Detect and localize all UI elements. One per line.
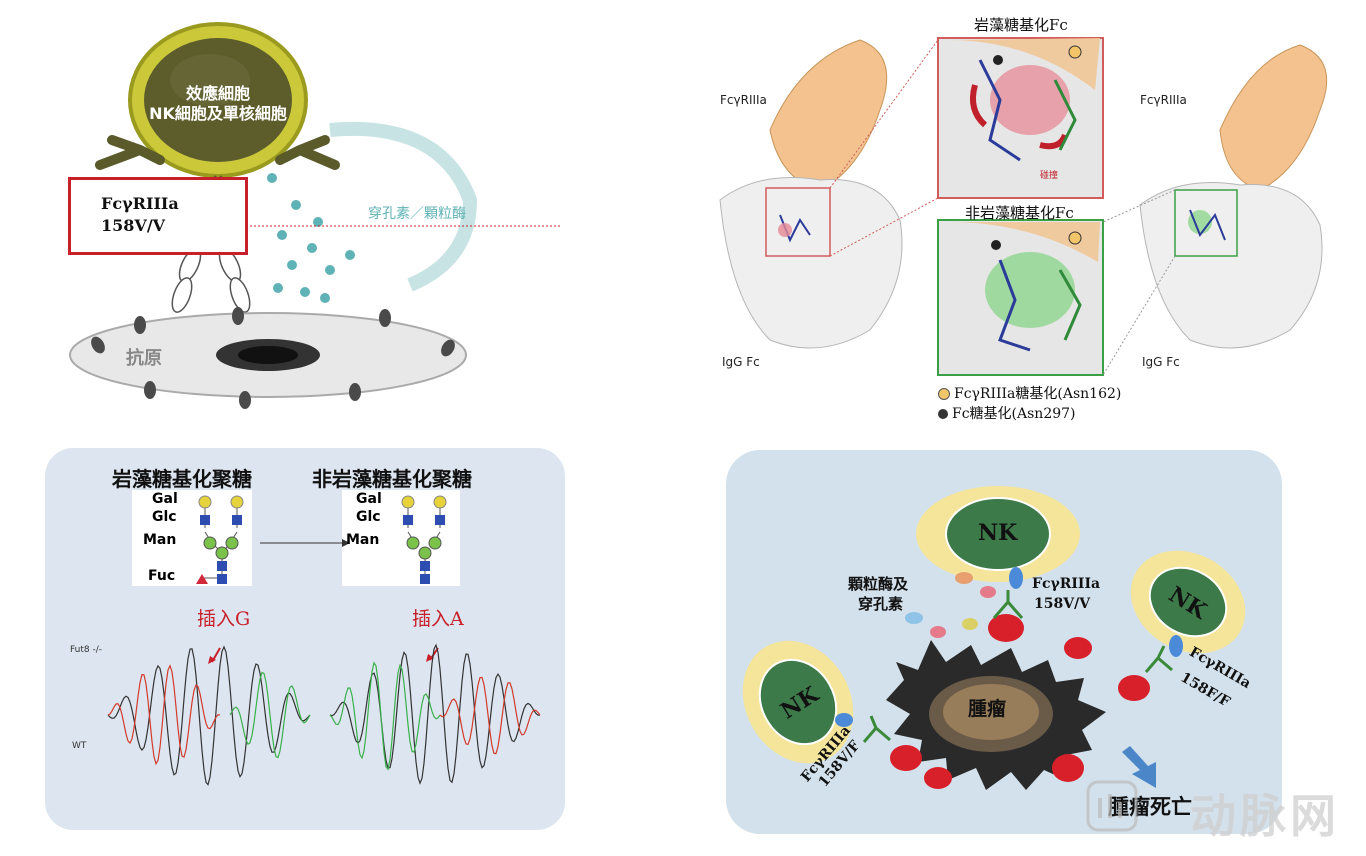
receptor-vv-label-1: FcγRIIIa <box>1032 576 1101 592</box>
nk-tumor-illustration <box>742 486 1246 790</box>
glycan-structures <box>196 495 447 584</box>
man-label-right: Man <box>346 532 380 548</box>
legend-fc-glycan: Fc糖基化(Asn297) <box>938 403 1076 423</box>
glycan-panel <box>45 448 565 830</box>
chromatogram-right-red <box>439 676 541 755</box>
left-fc-label: IgG Fc <box>722 355 760 369</box>
sequencing-chromatograms <box>107 643 541 786</box>
left-receptor-label: FcγRIIIa <box>720 93 767 107</box>
chromatogram-left <box>107 645 311 786</box>
fucosylated-fc-title: 岩藻糖基化Fc <box>974 16 1068 34</box>
chromatogram-left-green <box>229 671 311 759</box>
glc-label-left: Glc <box>152 509 177 525</box>
receptor-label-2: 158V/V <box>101 216 166 235</box>
black-dot-icon <box>938 409 948 419</box>
yellow-dot-icon <box>938 388 950 400</box>
watermark-text: 动脉网 <box>1190 789 1340 843</box>
legend-text-1: FcγRIIIa糖基化(Asn162) <box>954 386 1122 402</box>
chromatogram-right <box>329 643 541 785</box>
receptor-label-1: FcγRIIIa <box>101 194 179 213</box>
man-label-left: Man <box>143 532 177 548</box>
glc-label-right: Glc <box>356 509 381 525</box>
perforin-label: 穿孔素／顆粒酶 <box>368 206 466 222</box>
receptor-label-box: FcγRIIIa 158V/V <box>68 177 248 255</box>
fucosylated-glycan-title: 岩藻糖基化聚糖 <box>112 467 252 491</box>
granzyme-label-2: 穿孔素 <box>858 595 904 613</box>
effector-title-1: 效應細胞 <box>185 84 250 103</box>
wt-label: WT <box>72 741 87 751</box>
nk-top-label: NK <box>978 520 1018 546</box>
insert-g-label: 插入G <box>197 608 251 630</box>
gal-label-right: Gal <box>356 491 382 507</box>
legend-receptor-glycan: FcγRIIIa糖基化(Asn162) <box>938 383 1121 403</box>
antigen-label: 抗原 <box>126 348 162 369</box>
chromatogram-left-red <box>107 664 221 766</box>
insert-a-label: 插入A <box>412 608 464 630</box>
granzyme-label-1: 顆粒酶及 <box>848 575 909 593</box>
right-fc-label: IgG Fc <box>1142 355 1180 369</box>
fut8-label: Fut8 -/- <box>70 645 103 655</box>
fuc-label-left: Fuc <box>148 568 176 584</box>
legend-text-2: Fc糖基化(Asn297) <box>952 406 1076 422</box>
tumor-label: 腫瘤 <box>968 698 1007 720</box>
afucosylated-glycan-title: 非岩藻糖基化聚糖 <box>312 467 472 491</box>
right-receptor-label: FcγRIIIa <box>1140 93 1187 107</box>
afucosylated-fc-title: 非岩藻糖基化Fc <box>965 204 1074 222</box>
watermark-logo-icon <box>1086 780 1138 832</box>
receptor-vv-label-2: 158V/V <box>1034 596 1091 612</box>
effector-title-2: NK細胞及單核細胞 <box>149 104 287 123</box>
collision-label: 碰撞 <box>1040 171 1059 181</box>
protein-structure-figure <box>719 37 1328 376</box>
chromatogram-right-green <box>329 661 441 771</box>
gal-label-left: Gal <box>152 491 178 507</box>
